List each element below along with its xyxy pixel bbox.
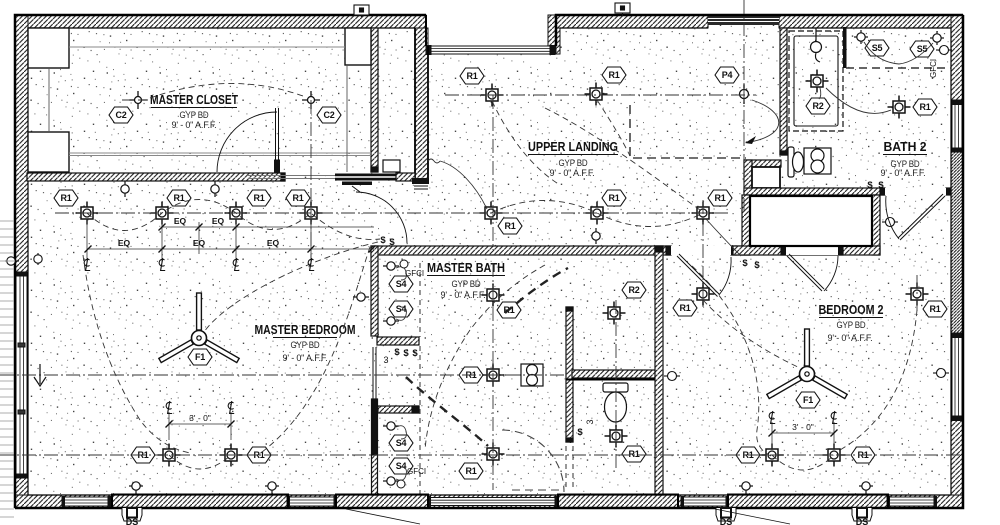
svg-text:UPPER LANDING: UPPER LANDING — [528, 140, 618, 154]
svg-text:$: $ — [380, 235, 386, 246]
svg-text:$: $ — [577, 427, 583, 438]
svg-text:9' - 0" A.F.F.: 9' - 0" A.F.F. — [881, 168, 926, 179]
svg-text:R1: R1 — [715, 193, 726, 203]
svg-text:BATH 2: BATH 2 — [884, 140, 927, 154]
svg-text:P4: P4 — [722, 70, 733, 80]
svg-text:R1: R1 — [930, 304, 941, 314]
svg-text:R1: R1 — [609, 193, 620, 203]
svg-text:9' - 0" A.F.F.: 9' - 0" A.F.F. — [550, 168, 595, 179]
svg-text:S4: S4 — [396, 304, 407, 314]
svg-text:9' - 0" A.F.F.: 9' - 0" A.F.F. — [828, 333, 873, 344]
svg-text:R1: R1 — [174, 193, 185, 203]
svg-text:MASTER BATH: MASTER BATH — [427, 261, 505, 275]
svg-text:GFCI: GFCI — [405, 269, 424, 278]
svg-text:EQ: EQ — [118, 238, 131, 248]
svg-text:S4: S4 — [396, 461, 407, 471]
svg-text:3: 3 — [383, 355, 388, 365]
svg-text:3: 3 — [585, 419, 595, 424]
svg-text:GYP BD: GYP BD — [180, 110, 209, 121]
svg-text:9' - 0" A.F.F.: 9' - 0" A.F.F. — [283, 353, 328, 364]
svg-text:C2: C2 — [116, 110, 127, 120]
svg-text:$: $ — [389, 237, 395, 248]
svg-text:EQ: EQ — [193, 238, 206, 248]
svg-text:$: $ — [403, 348, 409, 359]
svg-text:S5: S5 — [872, 43, 883, 53]
svg-text:$: $ — [394, 347, 400, 358]
svg-text:R2: R2 — [629, 285, 640, 295]
svg-text:GFCI: GFCI — [407, 467, 426, 476]
svg-text:GYP BD: GYP BD — [452, 279, 481, 290]
svg-text:EQ: EQ — [174, 216, 187, 226]
svg-text:EQ: EQ — [267, 238, 280, 248]
svg-text:MASTER BEDROOM: MASTER BEDROOM — [255, 323, 356, 337]
svg-text:DS: DS — [856, 517, 869, 525]
svg-text:9' - 0" A.F.F.: 9' - 0" A.F.F. — [172, 120, 217, 131]
svg-text:R2: R2 — [813, 101, 824, 111]
svg-text:R1: R1 — [629, 449, 640, 459]
svg-text:GFCI: GFCI — [929, 59, 938, 78]
svg-text:EQ: EQ — [212, 216, 225, 226]
svg-text:R1: R1 — [61, 193, 72, 203]
svg-text:3' - 0": 3' - 0" — [792, 422, 814, 432]
svg-text:DS: DS — [720, 517, 733, 525]
svg-text:R1: R1 — [467, 71, 478, 81]
svg-text:S4: S4 — [396, 279, 407, 289]
svg-text:GYP BD: GYP BD — [559, 158, 588, 169]
svg-text:$: $ — [867, 180, 873, 191]
svg-text:$: $ — [742, 258, 748, 269]
svg-text:GYP BD: GYP BD — [837, 320, 866, 331]
svg-text:F1: F1 — [803, 395, 813, 405]
svg-text:$: $ — [412, 348, 418, 359]
svg-text:GYP BD: GYP BD — [891, 159, 920, 170]
svg-text:$: $ — [878, 180, 884, 191]
svg-text:3' - 0": 3' - 0" — [189, 413, 211, 423]
svg-text:R1: R1 — [609, 70, 620, 80]
svg-text:R1: R1 — [466, 466, 477, 476]
svg-text:R1: R1 — [505, 221, 516, 231]
svg-text:MASTER CLOSET: MASTER CLOSET — [150, 93, 238, 107]
svg-text:R1: R1 — [680, 303, 691, 313]
svg-text:DS: DS — [126, 517, 139, 525]
svg-text:R1: R1 — [254, 193, 265, 203]
svg-text:S4: S4 — [396, 438, 407, 448]
svg-text:BEDROOM 2: BEDROOM 2 — [819, 303, 884, 317]
svg-text:R1: R1 — [293, 193, 304, 203]
svg-text:$: $ — [754, 260, 760, 271]
svg-text:9' - 0" A.F.F.: 9' - 0" A.F.F. — [441, 290, 486, 301]
svg-text:GYP BD: GYP BD — [291, 340, 320, 351]
svg-text:C2: C2 — [324, 110, 335, 120]
svg-text:S5: S5 — [917, 44, 928, 54]
svg-text:R1: R1 — [920, 102, 931, 112]
svg-text:F1: F1 — [195, 352, 205, 362]
